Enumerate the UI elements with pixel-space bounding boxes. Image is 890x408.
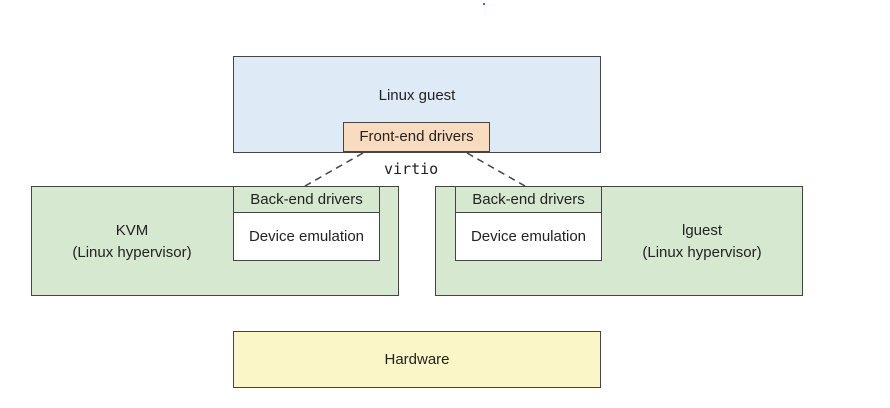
kvm-emulation-box xyxy=(233,212,380,261)
kvm-backend-label: Back-end drivers xyxy=(250,191,363,208)
hardware-label: Hardware xyxy=(384,351,450,368)
red-dot-mark xyxy=(483,3,485,5)
lguest-emulation-label: Device emulation xyxy=(470,228,587,245)
lguest-emulation-box xyxy=(455,212,602,261)
frontend-drivers-label: Front-end drivers xyxy=(359,128,474,145)
hardware-box xyxy=(233,331,601,388)
kvm-name: KVM xyxy=(115,222,149,239)
frontend-drivers-box xyxy=(343,122,490,152)
lguest-subtitle: (Linux hypervisor) xyxy=(642,244,762,261)
kvm-emulation-label: Device emulation xyxy=(248,228,365,245)
lguest-backend-label: Back-end drivers xyxy=(472,191,585,208)
linux-guest-label: Linux guest xyxy=(378,87,456,104)
lguest-name: lguest xyxy=(681,222,723,239)
kvm-subtitle: (Linux hypervisor) xyxy=(72,244,192,261)
virtio-label: virtio xyxy=(384,160,439,178)
